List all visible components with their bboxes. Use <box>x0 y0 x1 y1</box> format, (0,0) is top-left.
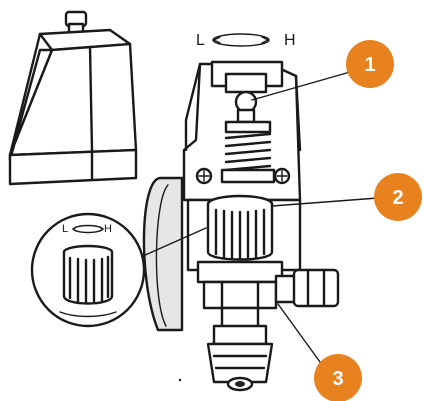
top-adjust-high-label: H <box>284 32 296 49</box>
switch-body <box>182 60 340 392</box>
callout-1-number: 1 <box>364 54 375 76</box>
callout-3: 3 <box>277 303 362 401</box>
top-adjust-low-label: L <box>196 32 205 49</box>
zoom-low-label: L <box>62 223 68 235</box>
switch-cover <box>8 10 138 186</box>
top-adjust-indicator: L H <box>196 32 296 49</box>
zoom-high-label: H <box>104 223 112 235</box>
main-adjust-knob[interactable] <box>206 194 274 261</box>
callout-2: 2 <box>271 173 422 221</box>
callout-2-number: 2 <box>392 187 403 209</box>
callout-1: 1 <box>251 40 394 101</box>
gauge-disc <box>142 176 184 332</box>
callout-3-number: 3 <box>332 368 343 390</box>
knob-zoom-inset: L H <box>30 212 207 328</box>
